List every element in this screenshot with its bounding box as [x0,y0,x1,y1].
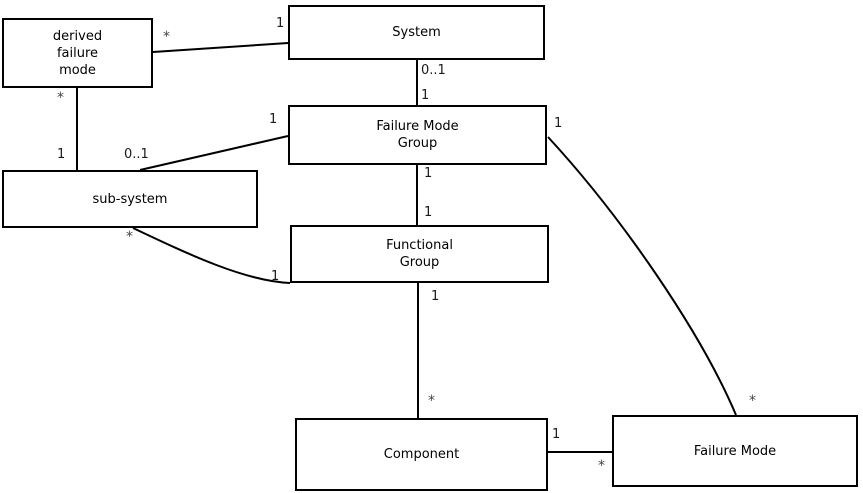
mult-fmg-fg-one: 1 [424,166,433,181]
mult-component-fg-star: * [428,393,435,409]
mult-system-fmg-zeroone: 0..1 [421,63,446,78]
class-name-failure-mode: Failure Mode [693,443,777,459]
class-name-component: Component [383,447,460,462]
class-box-component[interactable]: Component [295,418,548,491]
class-box-system[interactable]: System [288,5,545,60]
mult-subsystem-fg-star: * [126,229,133,245]
mult-fmg-fm-one: 1 [554,116,563,131]
class-name-system: System [392,25,441,40]
class-box-functional-group[interactable]: Functional Group [290,225,549,283]
mult-fm-component-star: * [598,458,605,474]
mult-subsystem-dfm-one: 1 [57,147,66,162]
mult-fm-fmg-star: * [749,393,756,409]
mult-fmg-system-one: 1 [421,88,430,103]
mult-dfm-system-star: * [163,29,170,45]
mult-dfm-subsystem-star: * [57,90,64,106]
mult-system-dfm-one: 1 [276,16,285,31]
mult-fmg-subsystem-one: 1 [269,112,278,127]
line-dfm-system [152,42,289,53]
class-box-failure-mode-group[interactable]: Failure Mode Group [288,105,547,165]
line-subsystem-fmg [139,135,289,171]
mult-component-fm-one: 1 [552,427,561,442]
class-name-functional-group: Functional Group [386,238,453,270]
mult-fg-subsystem-one: 1 [271,269,280,284]
curve-fmg-fm [547,136,737,416]
mult-fg-component-one: 1 [431,289,440,304]
class-name-sub-system: sub-system [92,191,168,207]
class-name-derived-failure-mode: derived failure mode [52,28,103,78]
class-box-sub-system[interactable]: sub-system [2,170,258,228]
class-box-failure-mode[interactable]: Failure Mode [612,415,858,487]
class-box-derived-failure-mode[interactable]: derived failure mode [2,18,153,88]
mult-subsystem-fmg-zeroone: 0..1 [124,147,149,162]
class-name-failure-mode-group: Failure Mode Group [376,119,459,151]
mult-fg-fmg-one: 1 [424,205,433,220]
curve-subsystem-fg [132,227,291,284]
